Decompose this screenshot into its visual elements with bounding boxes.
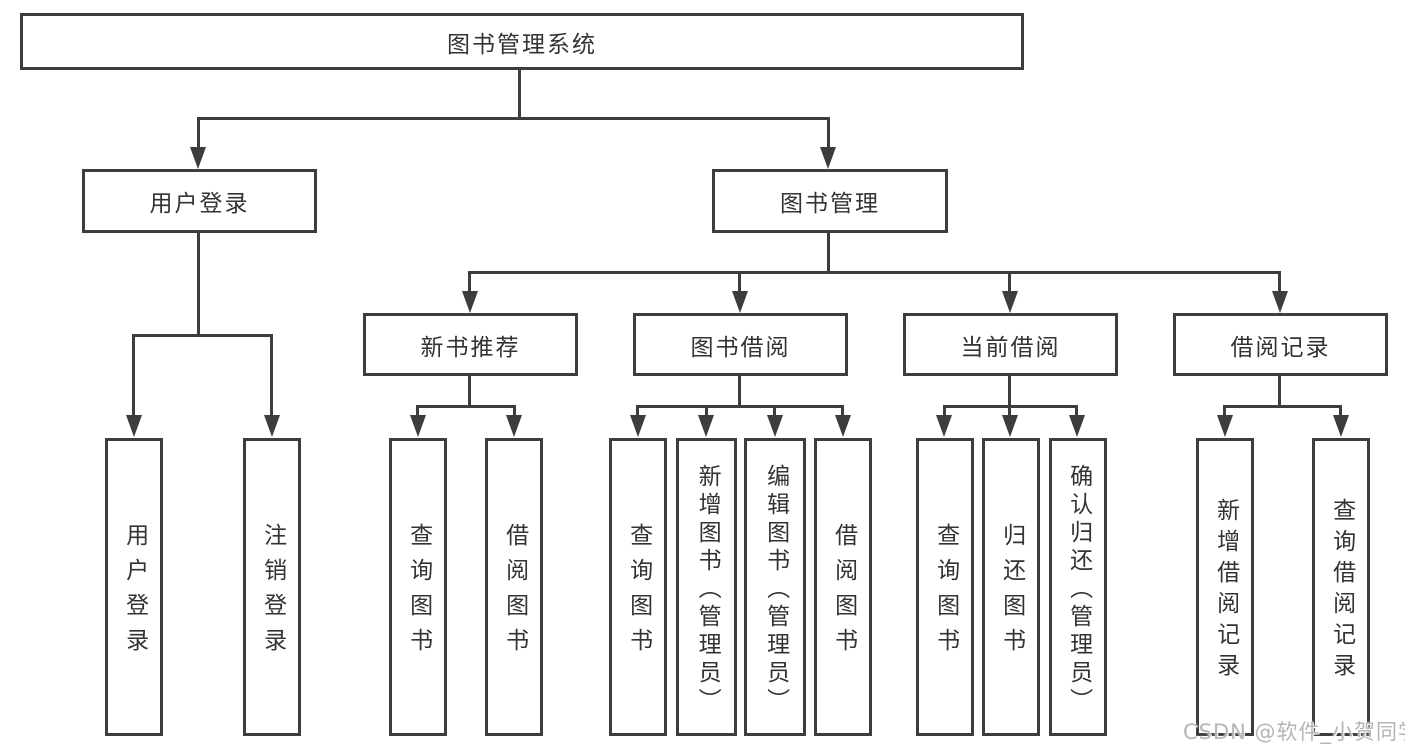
- connector-drop-new-books: [468, 271, 471, 293]
- leaf-borrow-books-recommend: 借阅图书: [485, 438, 543, 736]
- leaf-confirm-return-admin-label: 确认归还（管理员）: [1065, 463, 1092, 716]
- connector-drop-book-mgmt: [827, 117, 830, 149]
- leaf-edit-books-admin-label: 编辑图书（管理员）: [762, 463, 789, 716]
- connector-drop-user-login: [197, 117, 200, 149]
- arrow-down-icon: [190, 147, 206, 169]
- connector-drop-borrowing: [738, 271, 741, 293]
- leaf-user-login: 用户登录: [105, 438, 163, 736]
- arrow-down-icon: [1002, 415, 1018, 437]
- arrow-down-icon: [630, 415, 646, 437]
- node-borrow-records-label: 借阅记录: [1230, 334, 1331, 361]
- leaf-add-books-admin-label: 新增图书（管理员）: [694, 463, 721, 716]
- leaf-query-borrow-record-label: 查询借阅记录: [1328, 498, 1355, 684]
- arrow-down-icon: [506, 415, 522, 437]
- node-root-label: 图书管理系统: [447, 31, 597, 58]
- connector-drop: [636, 405, 639, 417]
- leaf-user-login-label: 用户登录: [121, 523, 148, 663]
- connector-user-login-rail: [132, 334, 273, 337]
- leaf-query-books-current: 查询图书: [916, 438, 974, 736]
- connector-drop: [705, 405, 708, 417]
- node-book-borrowing-label: 图书借阅: [690, 334, 791, 361]
- connector-drop-logout: [270, 334, 273, 416]
- arrow-down-icon: [1333, 415, 1349, 437]
- node-book-management-label: 图书管理: [780, 191, 880, 217]
- leaf-borrow-books-recommend-label: 借阅图书: [501, 523, 528, 663]
- connector-records-rail: [1223, 405, 1342, 408]
- connector-drop: [773, 405, 776, 417]
- arrow-down-icon: [126, 415, 142, 437]
- connector-borrowing-rail: [636, 405, 844, 408]
- leaf-query-books-recommend: 查询图书: [389, 438, 447, 736]
- leaf-query-borrow-record: 查询借阅记录: [1312, 438, 1370, 736]
- leaf-logout-label: 注销登录: [259, 523, 286, 663]
- leaf-logout: 注销登录: [243, 438, 301, 736]
- connector-drop: [1339, 405, 1342, 417]
- leaf-edit-books-admin: 编辑图书（管理员）: [744, 438, 806, 736]
- connector-current-stub: [1008, 376, 1011, 407]
- connector-drop: [841, 405, 844, 417]
- arrow-down-icon: [820, 147, 836, 169]
- leaf-query-books-current-label: 查询图书: [932, 523, 959, 663]
- node-book-borrowing: 图书借阅: [633, 313, 848, 376]
- node-current-borrowing-label: 当前借阅: [960, 334, 1061, 361]
- arrow-down-icon: [1002, 291, 1018, 313]
- arrow-down-icon: [264, 415, 280, 437]
- arrow-down-icon: [835, 415, 851, 437]
- csdn-watermark: CSDN @软件_小贺同学: [1183, 720, 1405, 744]
- leaf-add-books-admin: 新增图书（管理员）: [676, 438, 737, 736]
- node-user-login: 用户登录: [82, 169, 317, 233]
- leaf-borrow-books-label: 借阅图书: [830, 523, 857, 663]
- leaf-query-books-borrowing: 查询图书: [609, 438, 667, 736]
- leaf-query-books-borrowing-label: 查询图书: [625, 523, 652, 663]
- node-new-book-recommend-label: 新书推荐: [420, 334, 521, 361]
- leaf-borrow-books: 借阅图书: [814, 438, 872, 736]
- connector-drop: [943, 405, 946, 417]
- connector-root-stub: [518, 70, 521, 119]
- arrow-down-icon: [1217, 415, 1233, 437]
- leaf-add-borrow-record-label: 新增借阅记录: [1212, 498, 1239, 684]
- connector-borrowing-stub: [738, 376, 741, 407]
- connector-book-mgmt-stub: [827, 233, 830, 273]
- arrow-down-icon: [1272, 291, 1288, 313]
- arrow-down-icon: [936, 415, 952, 437]
- connector-drop: [513, 405, 516, 417]
- node-book-management: 图书管理: [712, 169, 948, 233]
- connector-drop-login: [132, 334, 135, 416]
- leaf-confirm-return-admin: 确认归还（管理员）: [1049, 438, 1107, 736]
- connector-drop: [1008, 405, 1011, 417]
- connector-new-books-rail: [416, 405, 516, 408]
- arrow-down-icon: [1069, 415, 1085, 437]
- connector-drop: [1075, 405, 1078, 417]
- node-user-login-label: 用户登录: [149, 191, 250, 217]
- arrow-down-icon: [767, 415, 783, 437]
- arrow-down-icon: [732, 291, 748, 313]
- leaf-return-books-label: 归还图书: [998, 523, 1025, 663]
- node-new-book-recommend: 新书推荐: [363, 313, 578, 376]
- node-current-borrowing: 当前借阅: [903, 313, 1118, 376]
- connector-new-books-stub: [468, 376, 471, 407]
- arrow-down-icon: [698, 415, 714, 437]
- connector-drop-current: [1008, 271, 1011, 293]
- connector-records-stub: [1278, 376, 1281, 407]
- connector-drop: [416, 405, 419, 417]
- connector-drop-records: [1278, 271, 1281, 293]
- node-root: 图书管理系统: [20, 13, 1024, 70]
- connector-user-login-stub: [197, 233, 200, 336]
- connector-level3-rail: [468, 271, 1281, 274]
- leaf-query-books-recommend-label: 查询图书: [405, 523, 432, 663]
- arrow-down-icon: [410, 415, 426, 437]
- arrow-down-icon: [462, 291, 478, 313]
- connector-level2-rail: [197, 117, 830, 120]
- leaf-return-books: 归还图书: [982, 438, 1040, 736]
- node-borrow-records: 借阅记录: [1173, 313, 1388, 376]
- connector-drop: [1223, 405, 1226, 417]
- leaf-add-borrow-record: 新增借阅记录: [1196, 438, 1254, 736]
